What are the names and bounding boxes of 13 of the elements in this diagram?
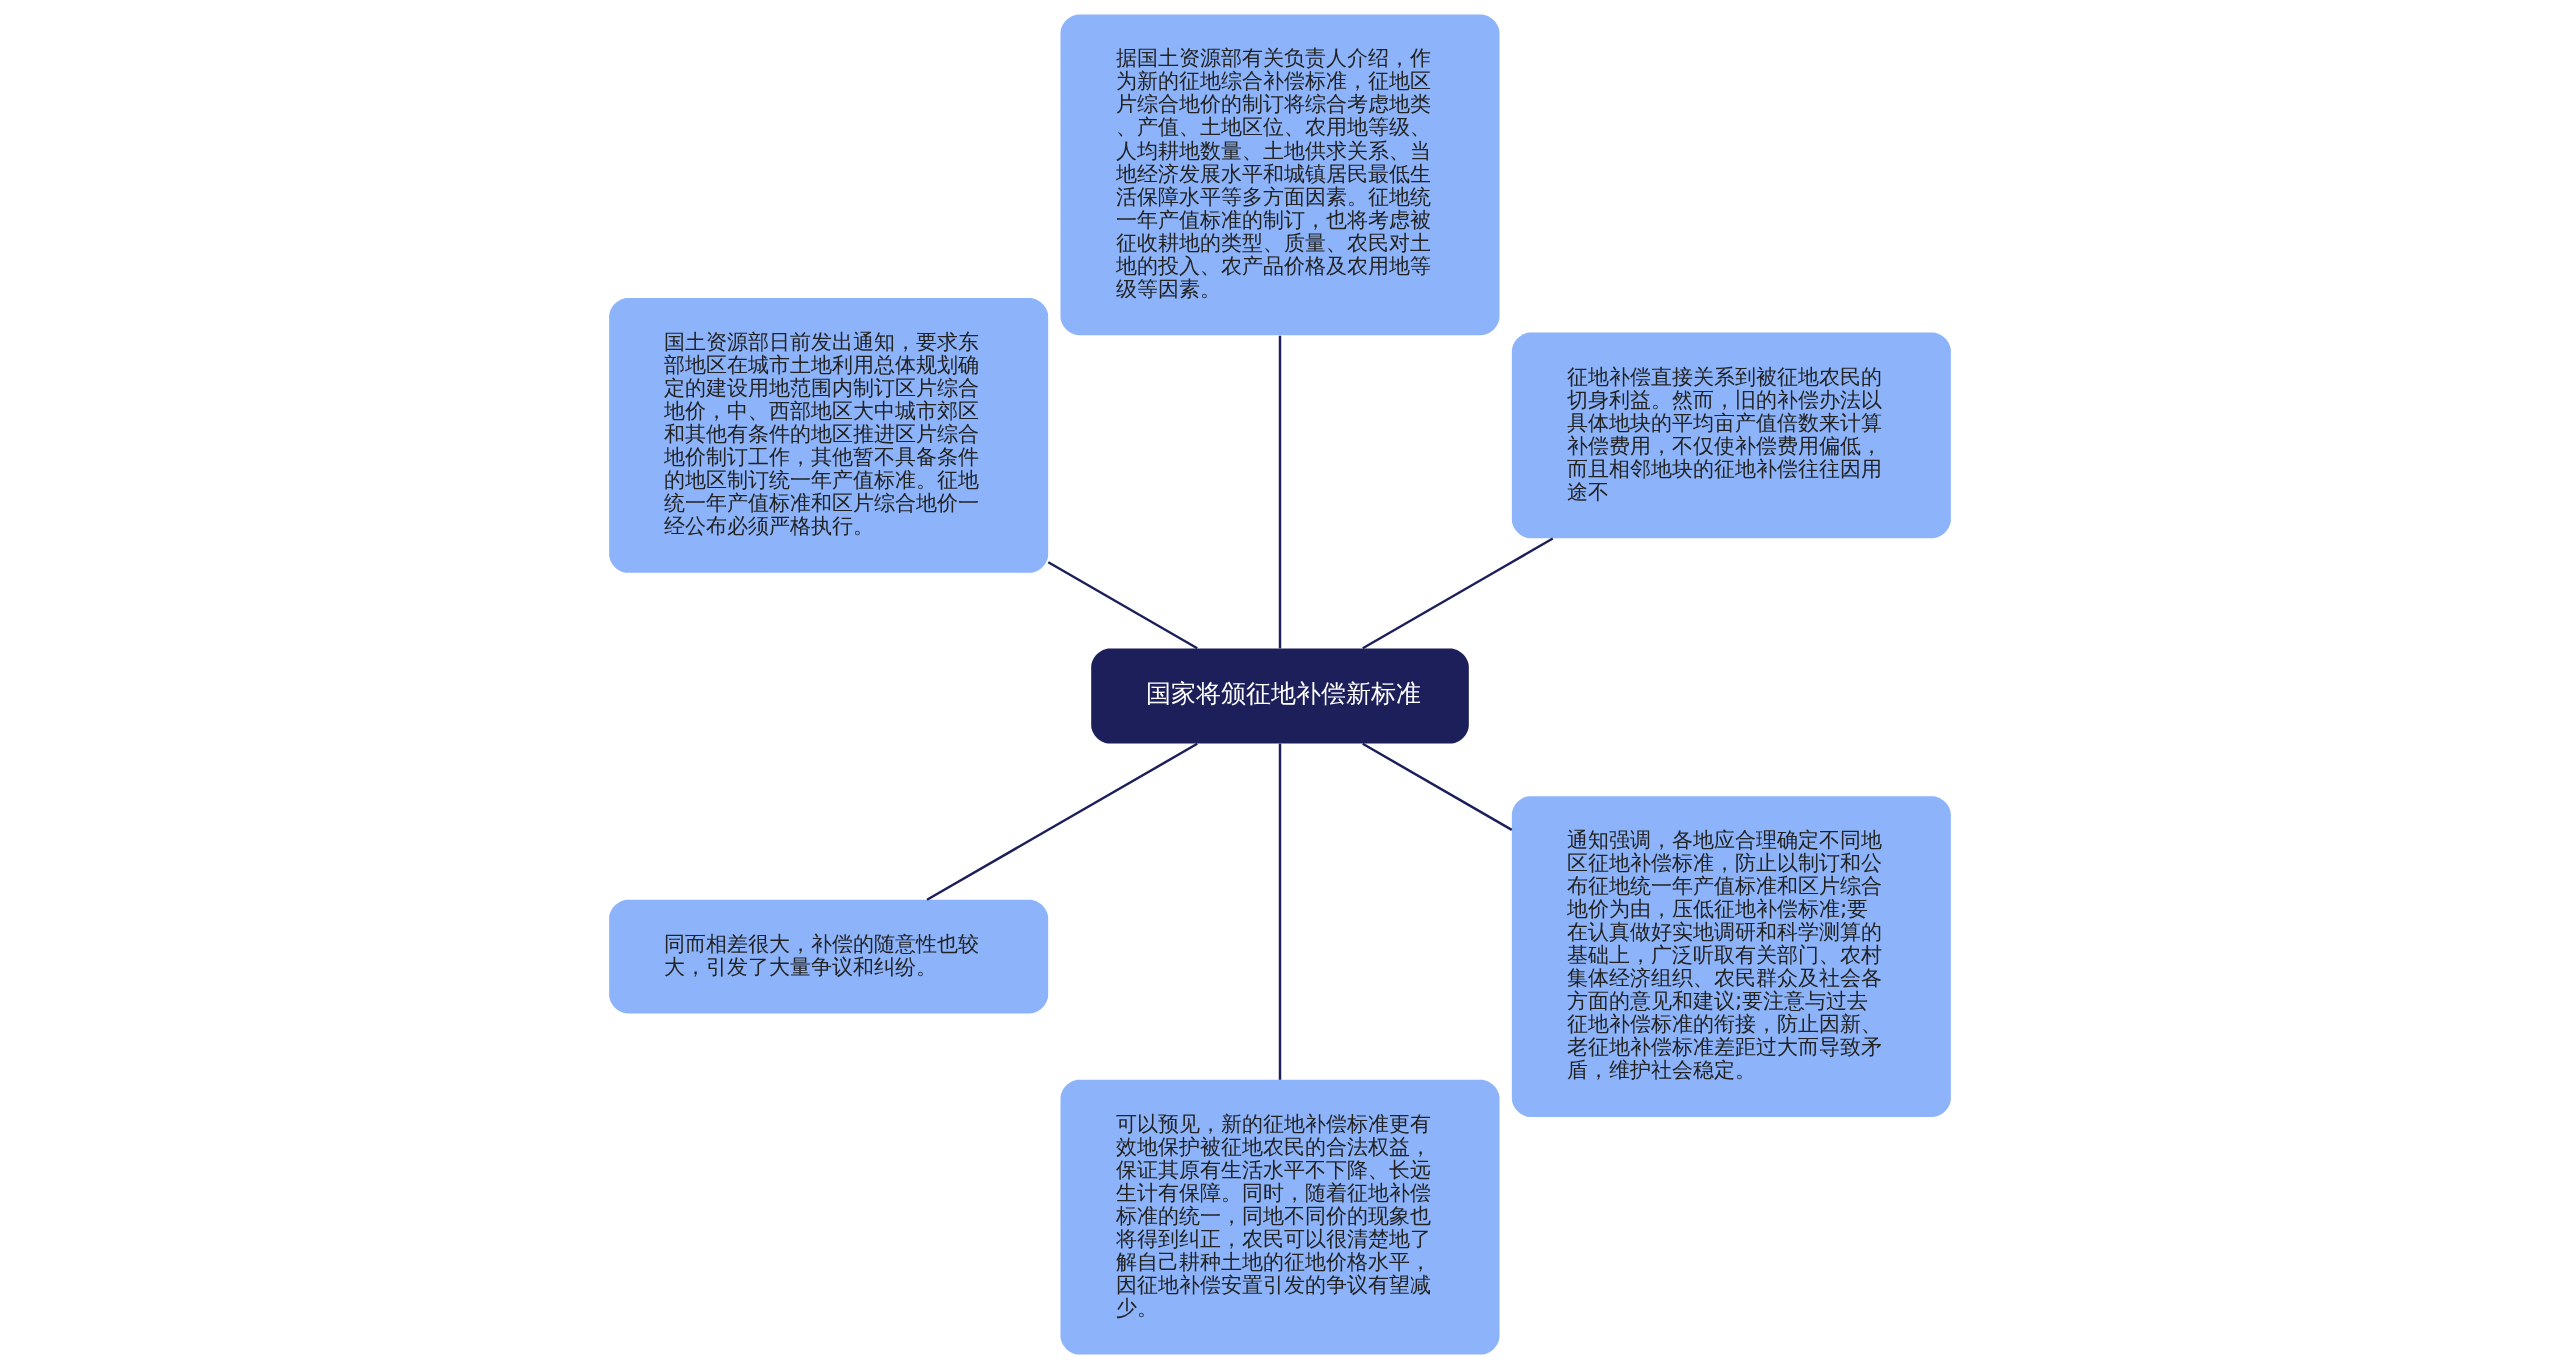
connector <box>1278 743 1282 1080</box>
connector <box>1362 742 1513 831</box>
node-box: 可以预见，新的征地补偿标准更有效地保护被征地农民的合法权益，保证其原有生活水平不下降、长远生计有保障。同时，随着征地补偿标准的统一，同地不同价的现象也将得到纠正，农民可以很清楚地了解自己耕种土地的征地价格水平，因征地补偿安置引发的争议有望减少。 <box>1060 1079 1500 1355</box>
node-box: 国土资源部日前发出通知，要求东部地区在城市土地利用总体规划确定的建设用地范围内制订区片综合地价，中、西部地区大中城市郊区和其他有条件的地区推进区片综合地价制订工作，其他暂不具备条件的地区制订统一年产值标准。征地统一年产值标准和区片综合地价一经公布必须严格执行。 <box>609 298 1049 573</box>
node-box: 征地补偿直接关系到被征地农民的切身利益。然而，旧的补偿办法以具体地块的平均亩产值倍数来计算补偿费用，不仅使补偿费用偏低，而且相邻地块的征地补偿往往因用途不 <box>1511 332 1951 539</box>
node-box: 通知强调，各地应合理确定不同地区征地补偿标准，防止以制订和公布征地统一年产值标准和区片综合地价为由，压低征地补偿标准;要在认真做好实地调研和科学测算的基础上，广泛听取有关部门、农村集体经济组织、农民群众及社会各方面的意见和建议;要注意与过去征地补偿标准的衔接，防止因新、老征地补偿标准差距过大而导致矛盾，维护社会稳定。 <box>1511 796 1951 1117</box>
connector <box>1047 561 1198 650</box>
connector <box>1278 335 1282 649</box>
connector <box>1362 537 1554 650</box>
node-box: 同而相差很大，补偿的随意性也较大，引发了大量争议和纠纷。 <box>609 899 1049 1014</box>
connector <box>926 742 1198 901</box>
node-box: 据国土资源部有关负责人介绍，作为新的征地综合补偿标准，征地区片综合地价的制订将综合考虑地类、产值、土地区位、农用地等级、人均耕地数量、土地供求关系、当地经济发展水平和城镇居民最低生活保障水平等多方面因素。征地统一年产值标准的制订，也将考虑被征收耕地的类型、质量、农民对土地的投入、农产品价格及农用地等级等因素。 <box>1060 14 1500 336</box>
node-box: 国家将颁征地补偿新标准 <box>1091 648 1469 744</box>
